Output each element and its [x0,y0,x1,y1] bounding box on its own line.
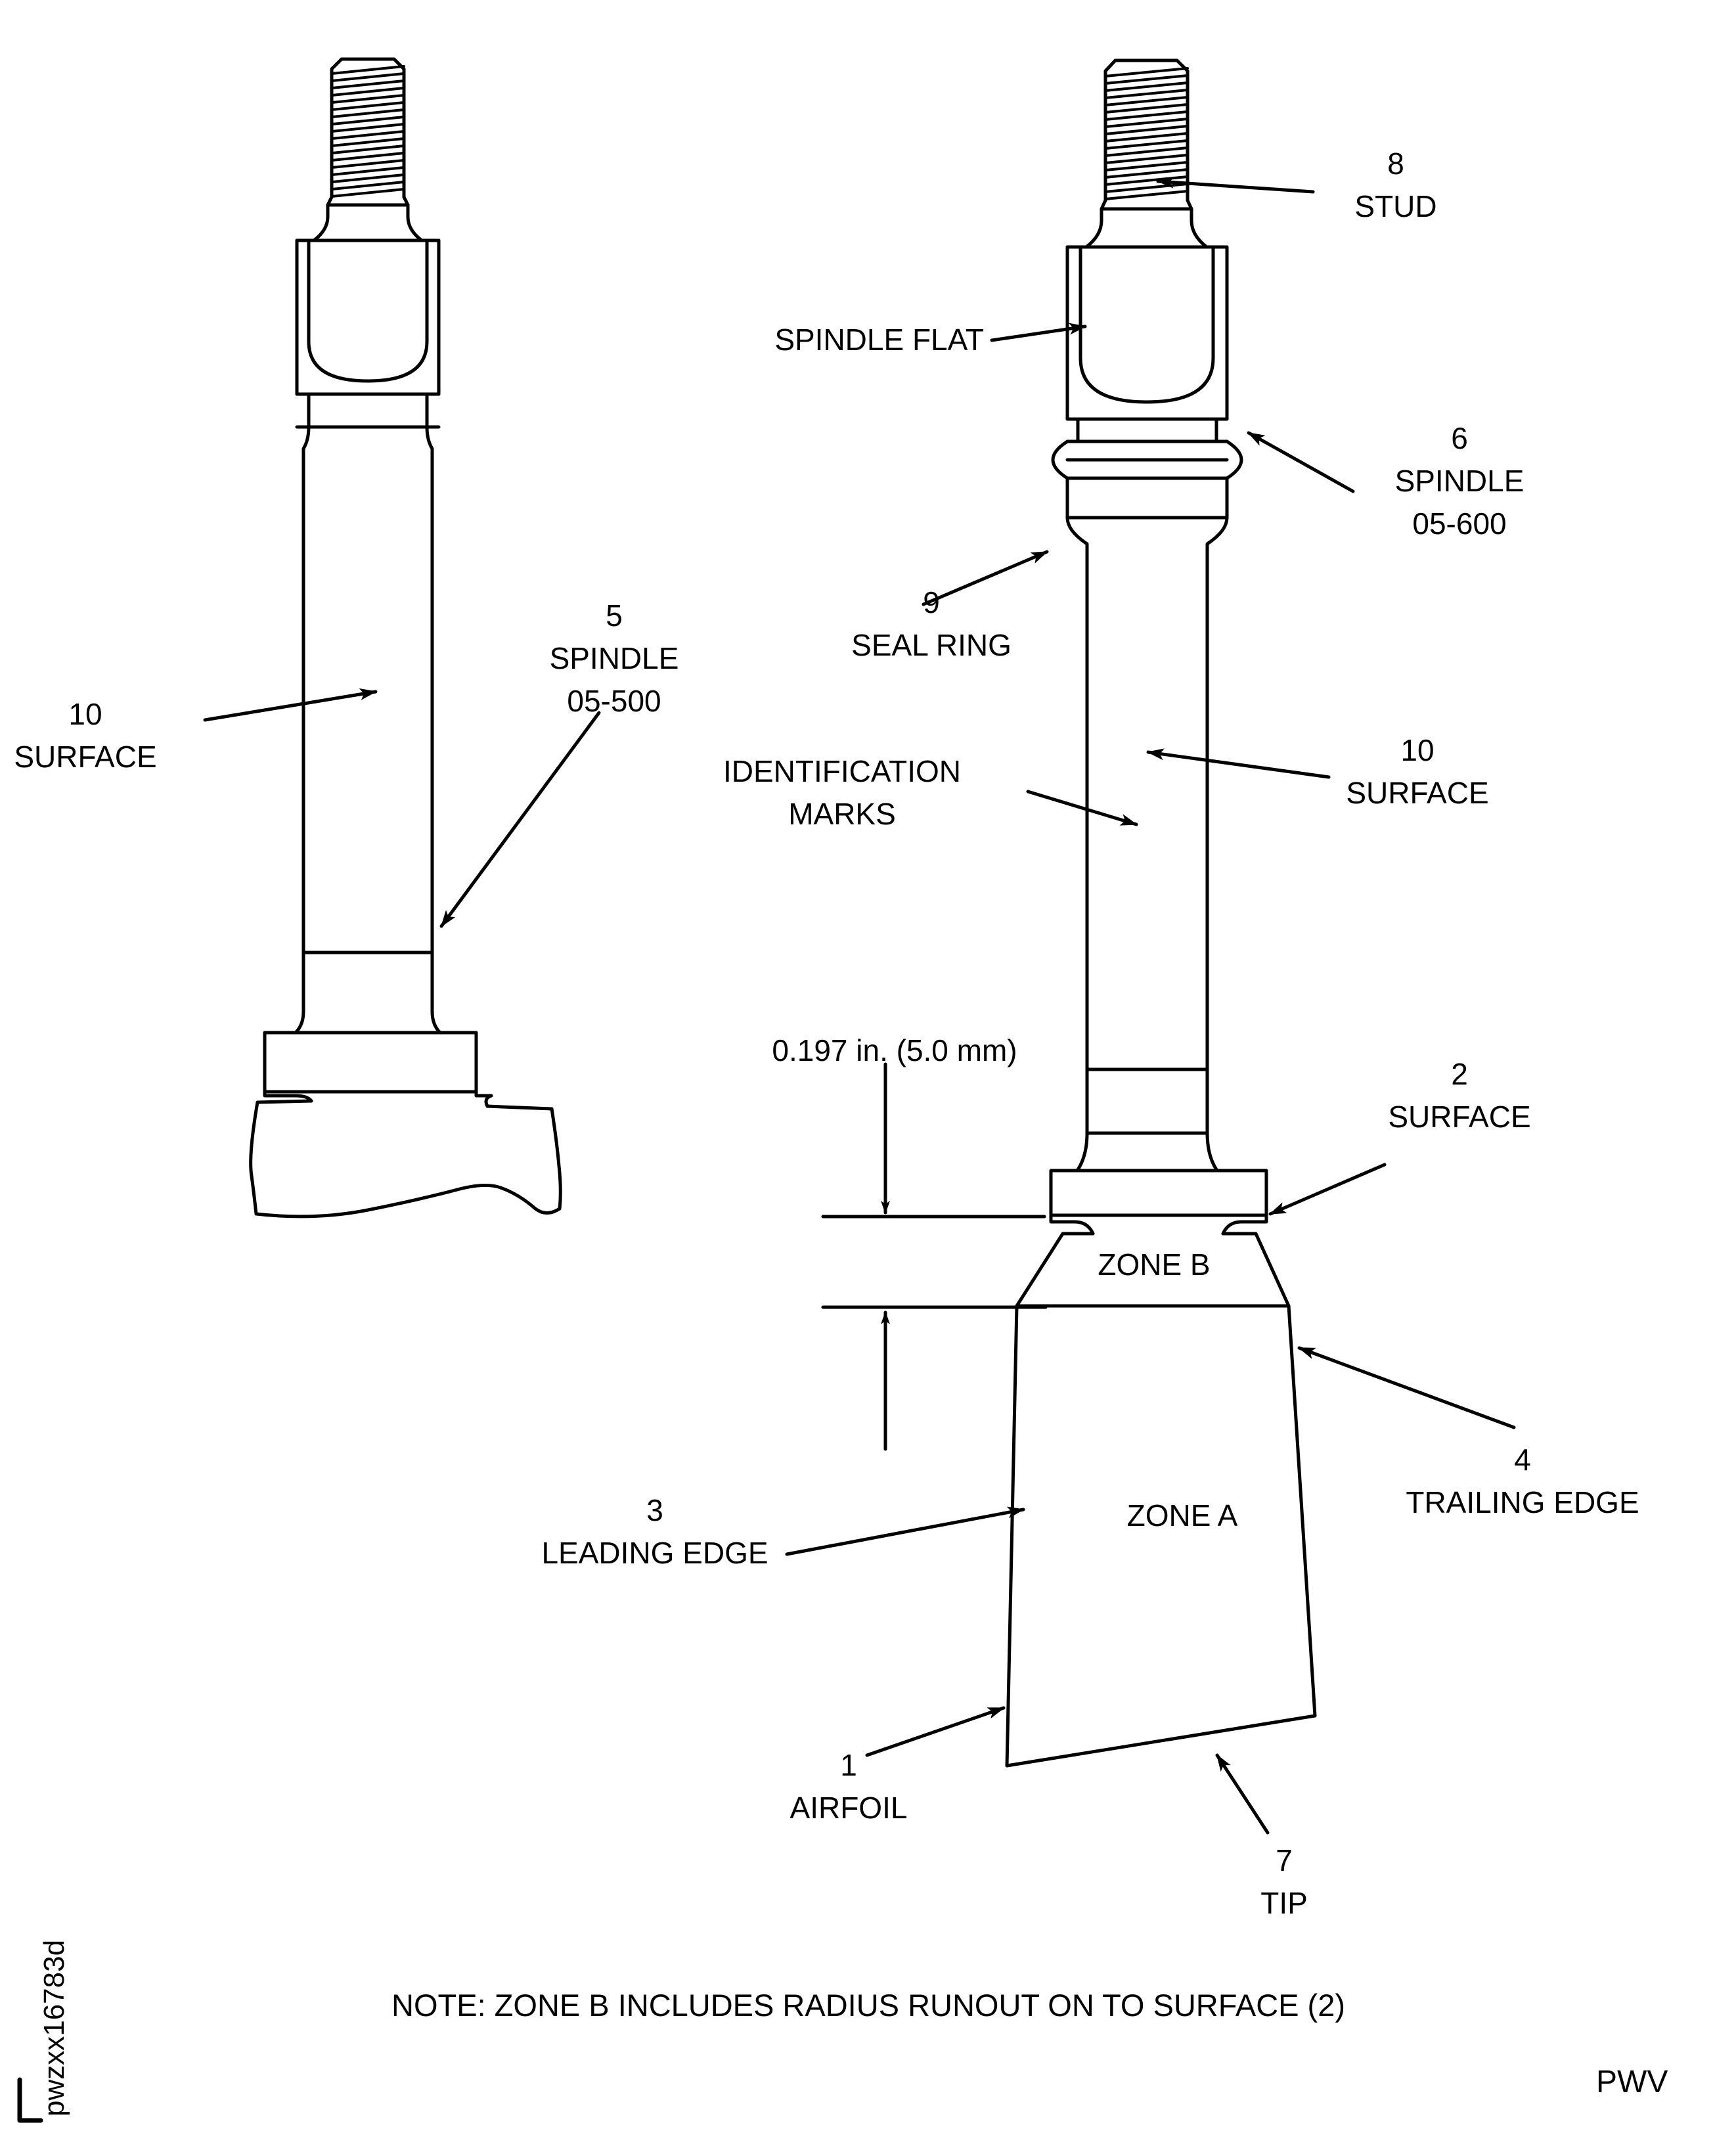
footer-right-code: PWV [1596,2065,1668,2099]
callout-right-spindle-part: 05-600 [1412,506,1507,541]
callout-spindle-flat-label: SPINDLE FLAT [774,323,984,357]
callout-left-surface-number: 10 [68,697,102,731]
zone-a-label: ZONE A [1126,1498,1238,1533]
right-spindle-geometry [1005,58,1317,1768]
left-spindle-geometry [249,57,562,1219]
callout-tip-label: TIP [1260,1886,1308,1920]
leader-lines [203,176,1516,1835]
callout-right-surface-number: 10 [1400,733,1435,767]
callout-left-spindle-label: SPINDLE [549,641,679,675]
drawing-note: NOTE: ZONE B INCLUDES RADIUS RUNOUT ON T… [391,1988,1345,2023]
drawing-side-code: pwzxx16783d [38,1939,70,2116]
callout-right-surface-label: SURFACE [1346,776,1489,810]
callout-identification-marks-line1: IDENTIFICATION [723,754,962,788]
callout-airfoil-number: 1 [840,1748,857,1782]
callout-left-spindle-part: 05-500 [567,684,661,718]
callout-trailing-edge-number: 4 [1514,1443,1531,1477]
callout-left-surface-label: SURFACE [14,740,157,774]
callout-surface2-label: SURFACE [1388,1100,1531,1134]
dimension-value: 0.197 in. (5.0 mm) [772,1033,1017,1067]
callout-airfoil-label: AIRFOIL [790,1791,908,1825]
callout-tip-number: 7 [1276,1843,1293,1877]
callout-right-spindle-label: SPINDLE [1394,464,1525,498]
callout-stud-label: STUD [1354,189,1437,223]
callout-leading-edge-label: LEADING EDGE [541,1536,768,1570]
callout-right-spindle-number: 6 [1451,421,1468,455]
callout-seal-ring-number: 9 [923,585,940,619]
callout-identification-marks-line2: MARKS [788,797,896,831]
dimension-geometry [821,1062,1048,1451]
corner-bracket-mark [17,2077,43,2123]
callout-left-spindle-number: 5 [606,598,623,633]
callout-seal-ring-label: SEAL RING [851,628,1012,662]
callout-trailing-edge-label: TRAILING EDGE [1406,1485,1639,1519]
callout-surface2-number: 2 [1451,1057,1468,1091]
callout-stud-number: 8 [1387,146,1404,181]
callout-leading-edge-number: 3 [646,1493,663,1527]
zone-b-label: ZONE B [1098,1247,1211,1282]
